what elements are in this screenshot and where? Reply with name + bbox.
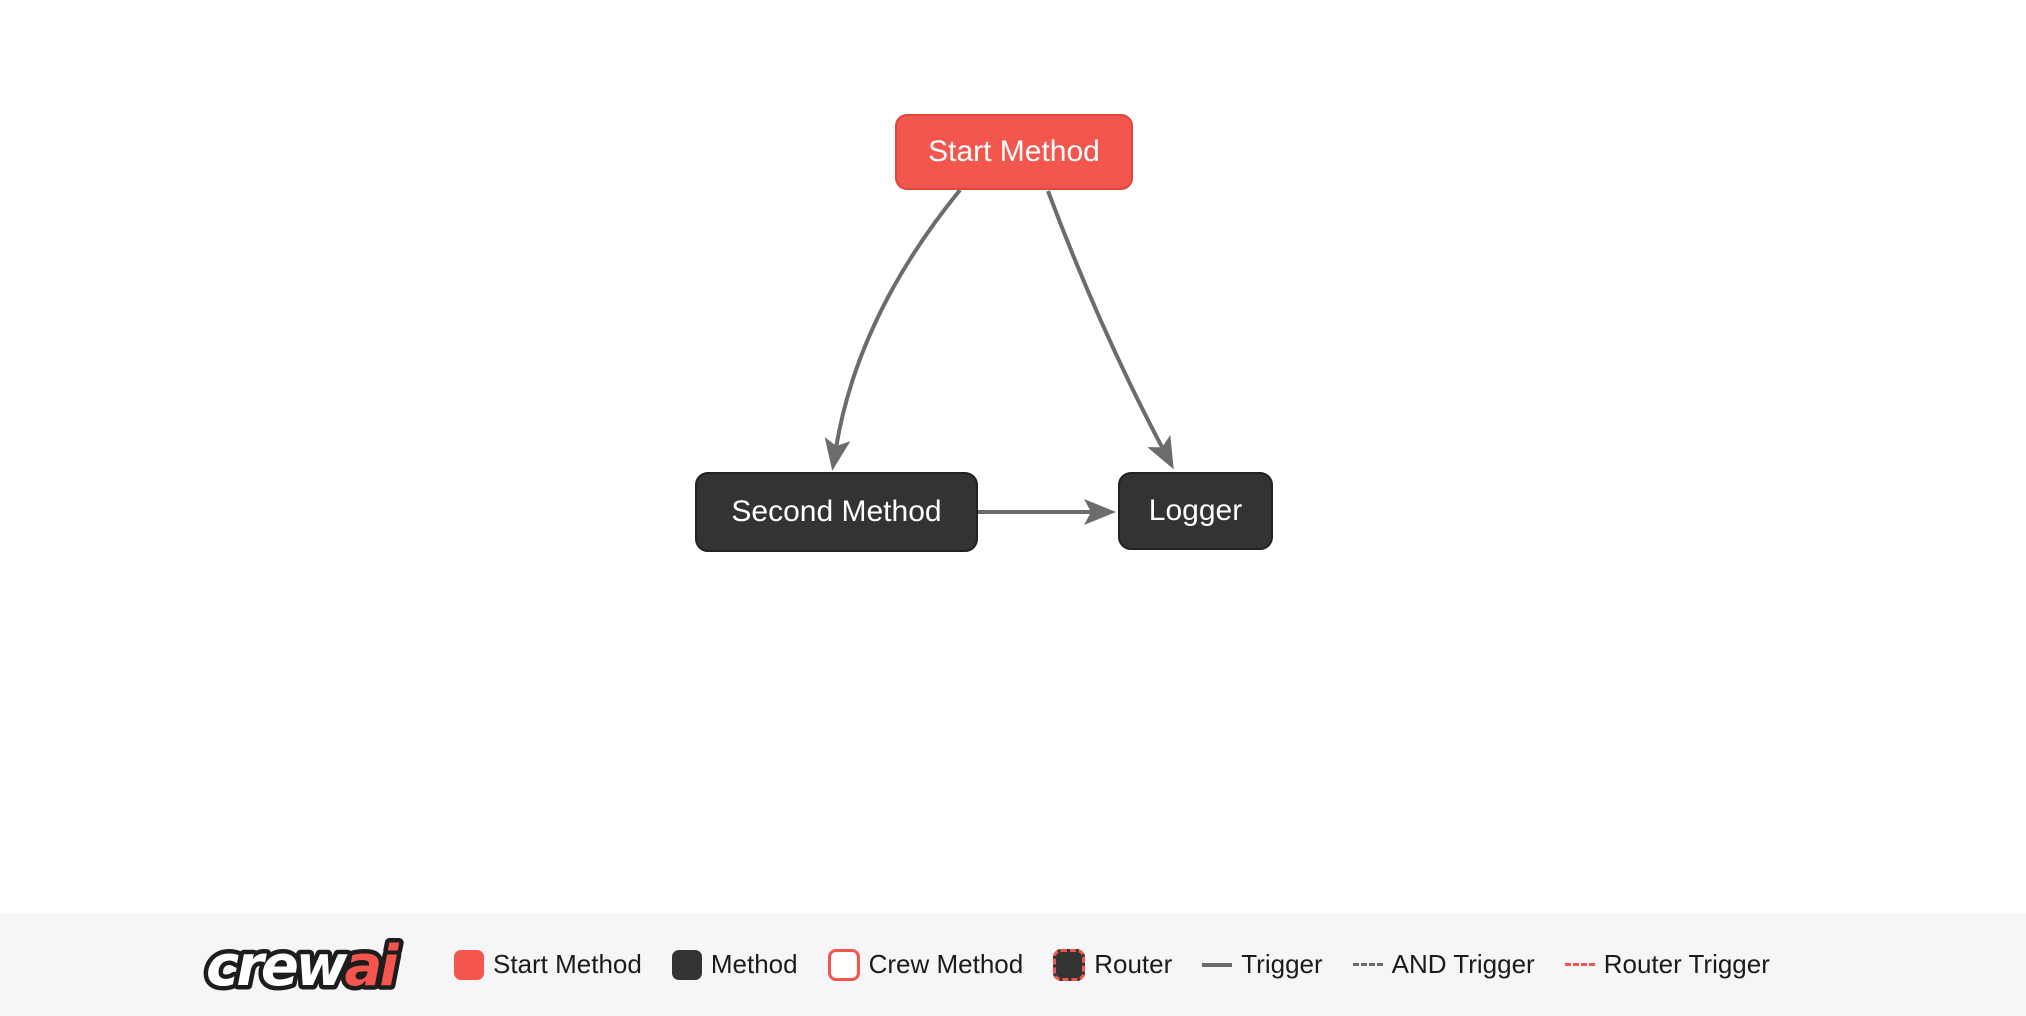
node-start-method[interactable]: Start Method [895, 114, 1133, 190]
legend-item-router-trigger: Router Trigger [1564, 949, 1770, 980]
legend-item-trigger: Trigger [1202, 949, 1323, 980]
and-trigger-line-icon [1352, 963, 1383, 966]
node-second-method-label: Second Method [731, 495, 942, 528]
node-logger-label: Logger [1148, 494, 1243, 527]
legend-label-crew-method: Crew Method [868, 949, 1024, 979]
method-swatch-icon [671, 949, 702, 980]
legend-item-crew-method: Crew Method [827, 948, 1024, 981]
router-trigger-line-icon [1564, 963, 1595, 966]
legend-label-router-trigger: Router Trigger [1603, 949, 1770, 979]
svg-text:crewai: crewai [206, 934, 399, 999]
node-second-method[interactable]: Second Method [695, 472, 978, 552]
crew-method-swatch-icon [827, 948, 860, 981]
trigger-line-icon [1202, 962, 1233, 967]
legend-footer: crewai crewai crewai Start Method Method… [0, 913, 2026, 1016]
legend-label-method: Method [710, 949, 798, 979]
legend-item-method: Method [671, 949, 798, 980]
router-swatch-icon [1053, 948, 1086, 981]
svg-text:crewai: crewai [206, 934, 399, 999]
node-logger[interactable]: Logger [1118, 472, 1273, 550]
legend-label-router: Router [1094, 949, 1173, 979]
edge-start-to-second-method [824, 188, 962, 471]
legend-label-and-trigger: AND Trigger [1391, 949, 1535, 979]
start-method-swatch-icon [454, 949, 484, 980]
edge-start-to-logger [1046, 190, 1174, 470]
node-start-method-label: Start Method [928, 135, 1100, 168]
legend-label-start-method: Start Method [493, 949, 642, 979]
legend-item-start-method: Start Method [454, 949, 642, 980]
legend-item-and-trigger: AND Trigger [1352, 949, 1535, 980]
crewai-logo: crewai crewai crewai [200, 929, 411, 1001]
legend-item-router: Router [1053, 948, 1173, 981]
legend-label-trigger: Trigger [1241, 949, 1323, 979]
